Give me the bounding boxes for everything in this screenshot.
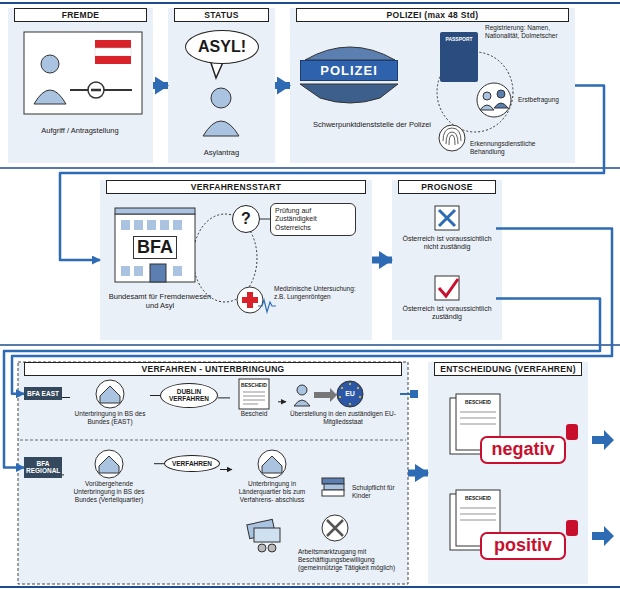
node-text: Vorübergehende Unterbringung in BS des B… (64, 480, 154, 503)
accommodation-item: Unterbringung in Länderquartier bis zum … (232, 448, 312, 503)
tab-text: ENTSCHEIDUNG (VERFAHREN) (434, 362, 582, 376)
cap-text: Schwerpunktdienststelle der Polizei (292, 120, 452, 129)
flow-arrow (372, 257, 392, 264)
prognosis-icons (435, 206, 459, 300)
stampTxt-text: negativ (480, 436, 566, 464)
procedure-ellipse: DUBLIN VERFAHREN (160, 383, 218, 408)
flow-arrow (275, 82, 290, 89)
node-text: Österreich ist voraussichtlich zuständig (398, 305, 496, 322)
connector-line (62, 474, 64, 475)
annotation-label: Registrierung: Namen, Nationalität, Dolm… (485, 24, 571, 40)
node-text: Unterbringung in BS des Bundes (EAST) (70, 410, 150, 426)
transfer-item: EU Überstellung in den zuständigen EU-Mit… (286, 378, 400, 426)
tab-text: VERFAHREN - UNTERBRINGUNG (24, 362, 402, 376)
annotation-label: Erkennungsdienstliche Behandlung (470, 140, 570, 156)
office-tag: BFA EAST (24, 387, 62, 400)
building: BFA (115, 212, 195, 282)
node-text: PASSPORT (440, 36, 478, 42)
node-text: ? (241, 210, 251, 228)
doc-text: BESCHEID (458, 496, 498, 502)
police-sign: POLIZEI (300, 60, 398, 81)
panel: VERFAHRENSSTART Bundesamt für Fremdenwese… (100, 180, 372, 340)
decision-stamp: BESCHEID positiv (440, 488, 576, 568)
applicant-figure (203, 60, 239, 136)
annotation-label: Erstbefragung (518, 96, 573, 104)
connector-line (4, 298, 600, 467)
row-dividers (0, 3, 620, 587)
prognosis-item: Österreich ist voraussichtlich nicht zus… (398, 205, 496, 252)
node-text: BFA EAST (26, 390, 60, 397)
office-tag: BFA REGIONAL (24, 457, 62, 478)
decision-stamp: BESCHEID negativ (440, 392, 576, 472)
doc-text: BESCHEID (458, 400, 498, 406)
procedure-icons (20, 379, 418, 552)
node-text: Österreich ist voraussichtlich nicht zus… (398, 235, 496, 252)
annotation-label: Medizinische Untersuchung: z.B. Lungenrö… (274, 285, 366, 301)
panel: STATUS Asylantrag ASYL! (168, 8, 275, 163)
decision-documents (450, 394, 614, 550)
connector-line (218, 397, 230, 398)
notice-item: BESCHEID Bescheid (230, 378, 278, 418)
alien-card (24, 32, 142, 114)
connector-line (12, 228, 612, 393)
node-text: Bescheid (230, 410, 278, 418)
panel: PROGNOSE Österreich ist voraussichtlich n… (392, 180, 502, 340)
process-box: Prüfung auf Zuständigkeit Österreichs (270, 203, 356, 236)
tab-text: FREMDE (14, 8, 147, 22)
tab-text: STATUS (174, 8, 269, 22)
connector-line (154, 463, 164, 464)
tab-text: POLIZEI (max 48 Std) (296, 8, 569, 22)
node-text: Unterbringung in Länderquartier bis zum … (232, 480, 312, 503)
cap-text: Asylantrag (172, 148, 271, 157)
connector-line (150, 395, 160, 396)
stampTxt-text: positiv (480, 532, 566, 560)
prognosis-item: Österreich ist voraussichtlich zuständig (398, 275, 496, 322)
accommodation-item: Unterbringung in BS des Bundes (EAST) (70, 378, 150, 426)
procedure-ellipse: VERFAHREN (164, 455, 220, 472)
node-text: BFA (133, 236, 177, 259)
eu-text: EU (338, 390, 362, 397)
node-text: DUBLIN VERFAHREN (167, 388, 211, 403)
node-text: POLIZEI (301, 63, 397, 78)
panel: FREMDE Aufgriff / Antragstellung (8, 8, 153, 163)
accommodation-item: Vorübergehende Unterbringung in BS des B… (64, 448, 154, 503)
node-text: VERFAHREN (171, 460, 213, 467)
connector-line (278, 401, 286, 402)
question-circle: ? (232, 205, 260, 233)
panel: ENTSCHEIDUNG (VERFAHREN)BESCHEIDnegativB… (428, 362, 588, 584)
speech-bubble: ASYL! (185, 30, 259, 64)
node-text: BFA REGIONAL (26, 460, 60, 475)
flow-arrow (153, 82, 168, 89)
connector-line (62, 397, 70, 398)
tab-text: VERFAHRENSSTART (106, 180, 366, 194)
annotation-label: Arbeitsmarktzugang mit Beschäftigungsbew… (298, 548, 406, 571)
panel-grounds (8, 8, 588, 584)
doc-text: BESCHEID (239, 383, 269, 389)
connector-line (60, 86, 604, 261)
node-text: Prüfung auf Zuständigkeit Österreichs (275, 207, 351, 232)
panel: POLIZEI (max 48 Std) Schwerpunktdienstste… (290, 8, 575, 163)
tab-text: PROGNOSE (398, 180, 496, 194)
police-cap (300, 47, 398, 103)
node-text: ASYL! (198, 38, 246, 56)
cap-text: Aufgriff / Antragstellung (40, 126, 120, 135)
passport: PASSPORT (440, 32, 478, 82)
flow-arrow (408, 470, 428, 477)
connector-line (220, 469, 232, 470)
annotation-label: Schulpflicht für Kinder (352, 484, 408, 500)
cap-text: Bundesamt für Fremdenwesen und Asyl (105, 292, 215, 310)
node-text: Überstellung in den zuständigen EU-Mitgl… (286, 410, 400, 426)
